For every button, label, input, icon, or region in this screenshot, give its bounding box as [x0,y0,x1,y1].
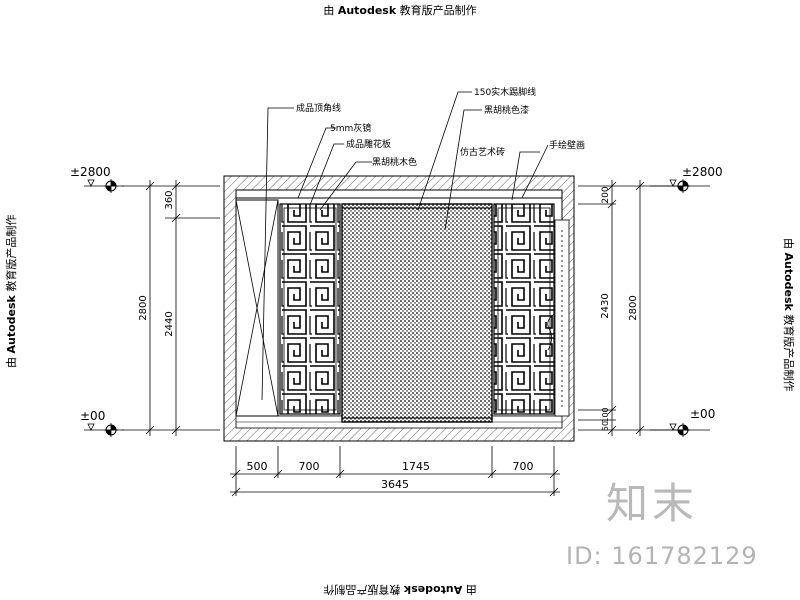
left-dimensions [122,180,220,436]
elevation-label-bottom-right: ±00 [690,407,715,421]
elevation-label-bottom-left: ±00 [80,409,105,423]
dim-bottom-segment: 500 [247,460,268,473]
mural-strip [547,219,570,417]
elevation-marker-top-right [650,179,710,193]
callout-label: 成品雕花板 [346,138,391,150]
elevation-label-top-right: ±2800 [682,165,723,179]
mirror-panel [235,199,279,417]
dim-right-top: 200 [601,186,611,203]
dim-bottom-total: 3645 [381,478,409,491]
callout-label: 仿古艺术砖 [460,146,505,158]
carved-panel-left [279,203,341,415]
dim-bottom-segment: 700 [299,460,320,473]
elevation-marker-bottom-right [650,423,710,437]
elevation-label-top-left: ±2800 [70,165,111,179]
watermark-suffix: 教育版产品制作 [399,4,477,17]
dim-left-outer: 2800 [138,295,149,320]
watermark-top: 由 Autodesk 教育版产品制作 [0,2,800,18]
callout-label: 成品顶角线 [296,102,341,114]
dim-bottom-segment: 1745 [402,460,430,473]
watermark-brand: Autodesk [337,4,397,17]
dim-left-lower: 2440 [164,311,175,336]
watermark-prefix: 由 [323,4,335,17]
dim-right-outer: 2800 [628,295,639,320]
callout-label: 手绘壁画 [549,139,585,151]
dim-right-bottom-b: 50 [601,421,610,431]
callout-labels: 成品顶角线 5mm灰镜 成品雕花板 黑胡桃木色 150实木踢脚线 黑胡桃色漆 仿… [296,86,585,168]
dim-bottom-segment: 700 [513,460,534,473]
elevation-marker-bottom-left [84,423,124,437]
bottom-dimensions [230,446,560,497]
callout-label: 黑胡桃木色 [372,156,417,168]
dim-right-middle: 2430 [600,293,611,318]
callout-label: 黑胡桃色漆 [484,104,529,116]
dim-left-upper: 360 [164,190,175,209]
leader-lines [261,91,549,401]
brand-id: ID: 161782129 [566,542,758,570]
callout-label: 5mm灰镜 [330,122,371,134]
brand-logo: 知末 [606,479,699,528]
carved-panel-right [493,203,555,415]
callout-label: 150实木踢脚线 [474,86,536,98]
elevation-marker-top-left [84,179,124,193]
central-panel [341,203,493,423]
dim-right-bottom-a: 100 [601,407,610,422]
right-dimensions [578,180,690,436]
